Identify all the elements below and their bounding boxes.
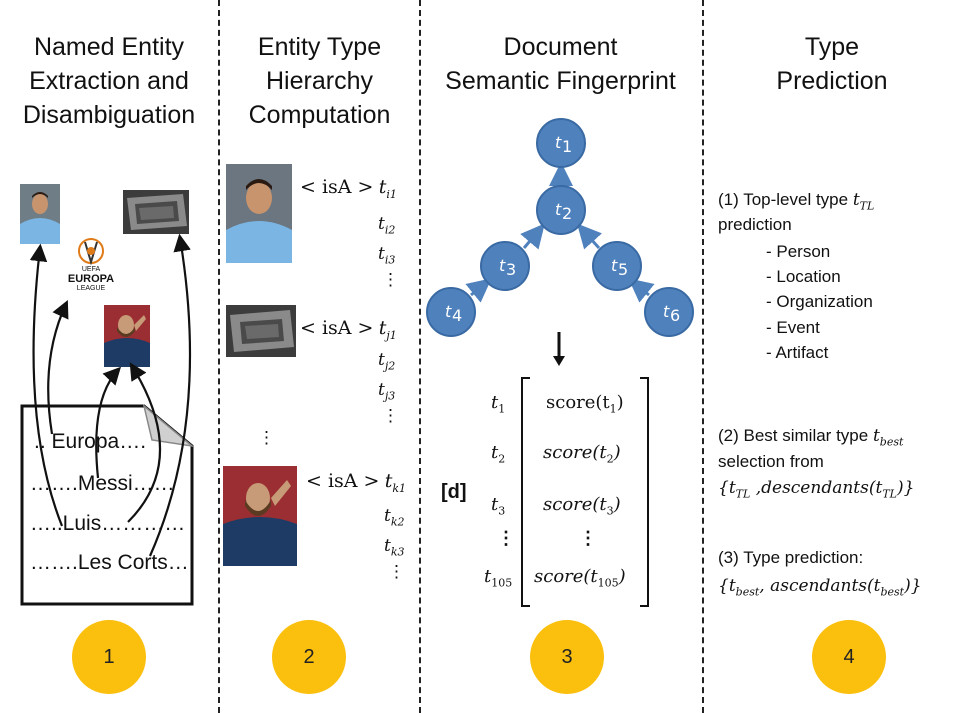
svg-text:3: 3 xyxy=(506,260,516,279)
messi-photo-small xyxy=(104,305,150,367)
step2-cont: selection from xyxy=(718,452,824,471)
stadium-photo-small xyxy=(123,190,189,234)
type-location: - Location xyxy=(766,267,841,286)
vector-row-4-type: t105 xyxy=(484,566,513,590)
messi-photo xyxy=(223,466,297,566)
ellipsis-2: ⋮ xyxy=(382,406,399,425)
isa-label-3: < isA > tk1 xyxy=(306,470,407,495)
svg-text:t: t xyxy=(555,133,562,152)
type-ti3: ti3 xyxy=(378,244,396,267)
svg-text:t: t xyxy=(499,256,506,275)
vector-label: [d] xyxy=(441,481,467,503)
type-tk2: tk2 xyxy=(384,506,405,529)
doc-line-europa: .. Europa…. xyxy=(34,430,147,453)
step2-set: {tTL ,descendants(tTL)} xyxy=(718,478,915,501)
europa-league-logo: UEFA EUROPA LEAGUE xyxy=(58,236,124,306)
svg-text:t: t xyxy=(663,302,670,321)
vector-row-3-type: t3 xyxy=(491,494,506,518)
type-event: - Event xyxy=(766,318,820,337)
type-tj2: tj2 xyxy=(378,350,396,373)
column-divider-2 xyxy=(419,0,421,713)
ellipsis-3: ⋮ xyxy=(388,562,405,581)
vector-row-1-score: score(t1) xyxy=(546,392,624,416)
svg-text:6: 6 xyxy=(670,306,680,325)
entity-link-arrows xyxy=(29,233,192,557)
isa-label-1: < isA > ti1 xyxy=(300,176,397,201)
arrow-europa-to-logo xyxy=(47,300,69,435)
vector-ellipsis-right: ⋮ xyxy=(579,528,597,548)
type-person: - Person xyxy=(766,242,831,261)
edge-t3-t2 xyxy=(520,223,545,250)
step1-cont: prediction xyxy=(718,215,792,234)
step-badge-2: 2 xyxy=(272,620,346,694)
isa-label-2: < isA > tj1 xyxy=(300,317,397,342)
svg-text:1: 1 xyxy=(562,137,572,156)
vector-row-4-score: score(t105) xyxy=(534,566,626,590)
vector-brackets xyxy=(521,377,649,607)
arrow-luis-to-suarez xyxy=(29,243,64,527)
arrow-messi-to-photo xyxy=(95,366,121,479)
step3-heading: (3) Type prediction: xyxy=(718,548,864,567)
edge-t4-t3 xyxy=(465,278,492,303)
svg-text:2: 2 xyxy=(562,204,572,223)
column-3-title: Document Semantic Fingerprint xyxy=(445,33,676,95)
type-tk3: tk3 xyxy=(384,536,405,559)
doc-line-luis: …..Luis………… xyxy=(30,512,186,535)
column-2-title: Entity Type Hierarchy Computation xyxy=(248,33,391,129)
svg-text:t: t xyxy=(555,200,562,219)
ellipsis-between: ⋮ xyxy=(258,428,275,447)
step-badge-1: 1 xyxy=(72,620,146,694)
step-badge-4: 4 xyxy=(812,620,886,694)
svg-text:5: 5 xyxy=(618,260,628,279)
step-badge-3: 3 xyxy=(530,620,604,694)
vector-row-2-type: t2 xyxy=(491,442,506,466)
logo-uefa-text: UEFA xyxy=(81,266,101,273)
type-ti2: ti2 xyxy=(378,214,396,237)
svg-text:4: 4 xyxy=(452,306,462,325)
doc-line-messi: …….Messi…… xyxy=(30,472,175,495)
svg-text:t: t xyxy=(445,302,452,321)
logo-league-text: LEAGUE xyxy=(76,285,106,292)
edge-t5-t2 xyxy=(576,223,602,250)
logo-europa-text: EUROPA xyxy=(67,273,115,285)
suarez-photo xyxy=(226,164,292,263)
vector-row-3-score: score(t3) xyxy=(543,494,621,518)
edge-t6-t5 xyxy=(628,278,655,303)
step1-heading: (1) Top-level type tTL xyxy=(718,190,875,213)
step3-set: {tbest, ascendants(tbest)} xyxy=(718,576,922,599)
svg-text:t: t xyxy=(611,256,618,275)
type-tj3: tj3 xyxy=(378,380,396,403)
type-organization: - Organization xyxy=(766,292,873,311)
type-artifact: - Artifact xyxy=(766,343,829,362)
stadium-photo xyxy=(226,305,296,357)
column-divider-1 xyxy=(218,0,220,713)
vector-row-1-type: t1 xyxy=(491,392,506,416)
down-arrow xyxy=(553,332,565,366)
step2-heading: (2) Best similar type tbest xyxy=(718,426,904,449)
vector-ellipsis-left: ⋮ xyxy=(497,528,515,548)
suarez-photo-small xyxy=(20,184,60,244)
arrow-page-curve xyxy=(127,362,162,523)
ellipsis-1: ⋮ xyxy=(382,270,399,289)
column-divider-3 xyxy=(702,0,704,713)
vector-row-2-score: score(t2) xyxy=(543,442,621,466)
doc-line-les-corts: …….Les Corts… xyxy=(30,551,189,574)
column-4-title: Type Prediction xyxy=(776,33,888,95)
arrow-lescorts-to-stadium xyxy=(148,233,192,557)
column-1-title: Named Entity Extraction and Disambiguati… xyxy=(22,33,196,129)
